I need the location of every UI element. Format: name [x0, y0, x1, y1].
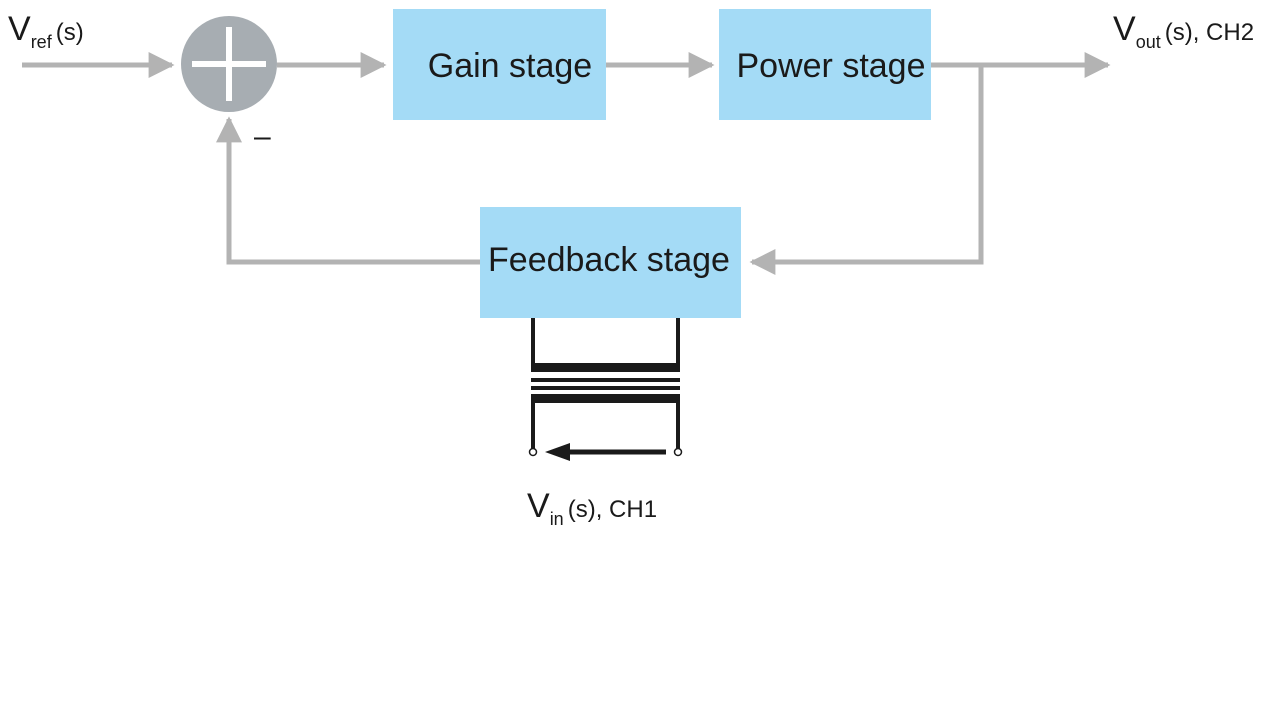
- vout-signal-label: Vout(s), CH2: [1113, 10, 1254, 52]
- svg-text:Vref(s): Vref(s): [8, 10, 84, 52]
- gain-stage-block: Gain stage: [393, 9, 606, 120]
- feedback-to-junction-path: [216, 116, 480, 265]
- vin-signal-label: Vin(s), CH1: [527, 487, 657, 529]
- svg-text:Vout(s), CH2: Vout(s), CH2: [1113, 10, 1254, 52]
- output-feedback-path: [749, 65, 984, 275]
- svg-text:Feedback stage: Feedback stage: [488, 241, 730, 279]
- vref-signal-label: Vref(s): [8, 10, 84, 52]
- feedback-stage-block: Feedback stage: [480, 207, 741, 318]
- vin-direction-arrow: [545, 443, 666, 461]
- svg-text:Gain stage: Gain stage: [428, 47, 592, 85]
- power-stage-block: Power stage: [719, 9, 931, 120]
- svg-text:Vin(s), CH1: Vin(s), CH1: [527, 487, 657, 529]
- minus-sign-label: –: [254, 120, 271, 153]
- transformer-icon: [528, 318, 683, 457]
- summing-junction: [181, 16, 277, 112]
- svg-text:Power stage: Power stage: [737, 47, 926, 85]
